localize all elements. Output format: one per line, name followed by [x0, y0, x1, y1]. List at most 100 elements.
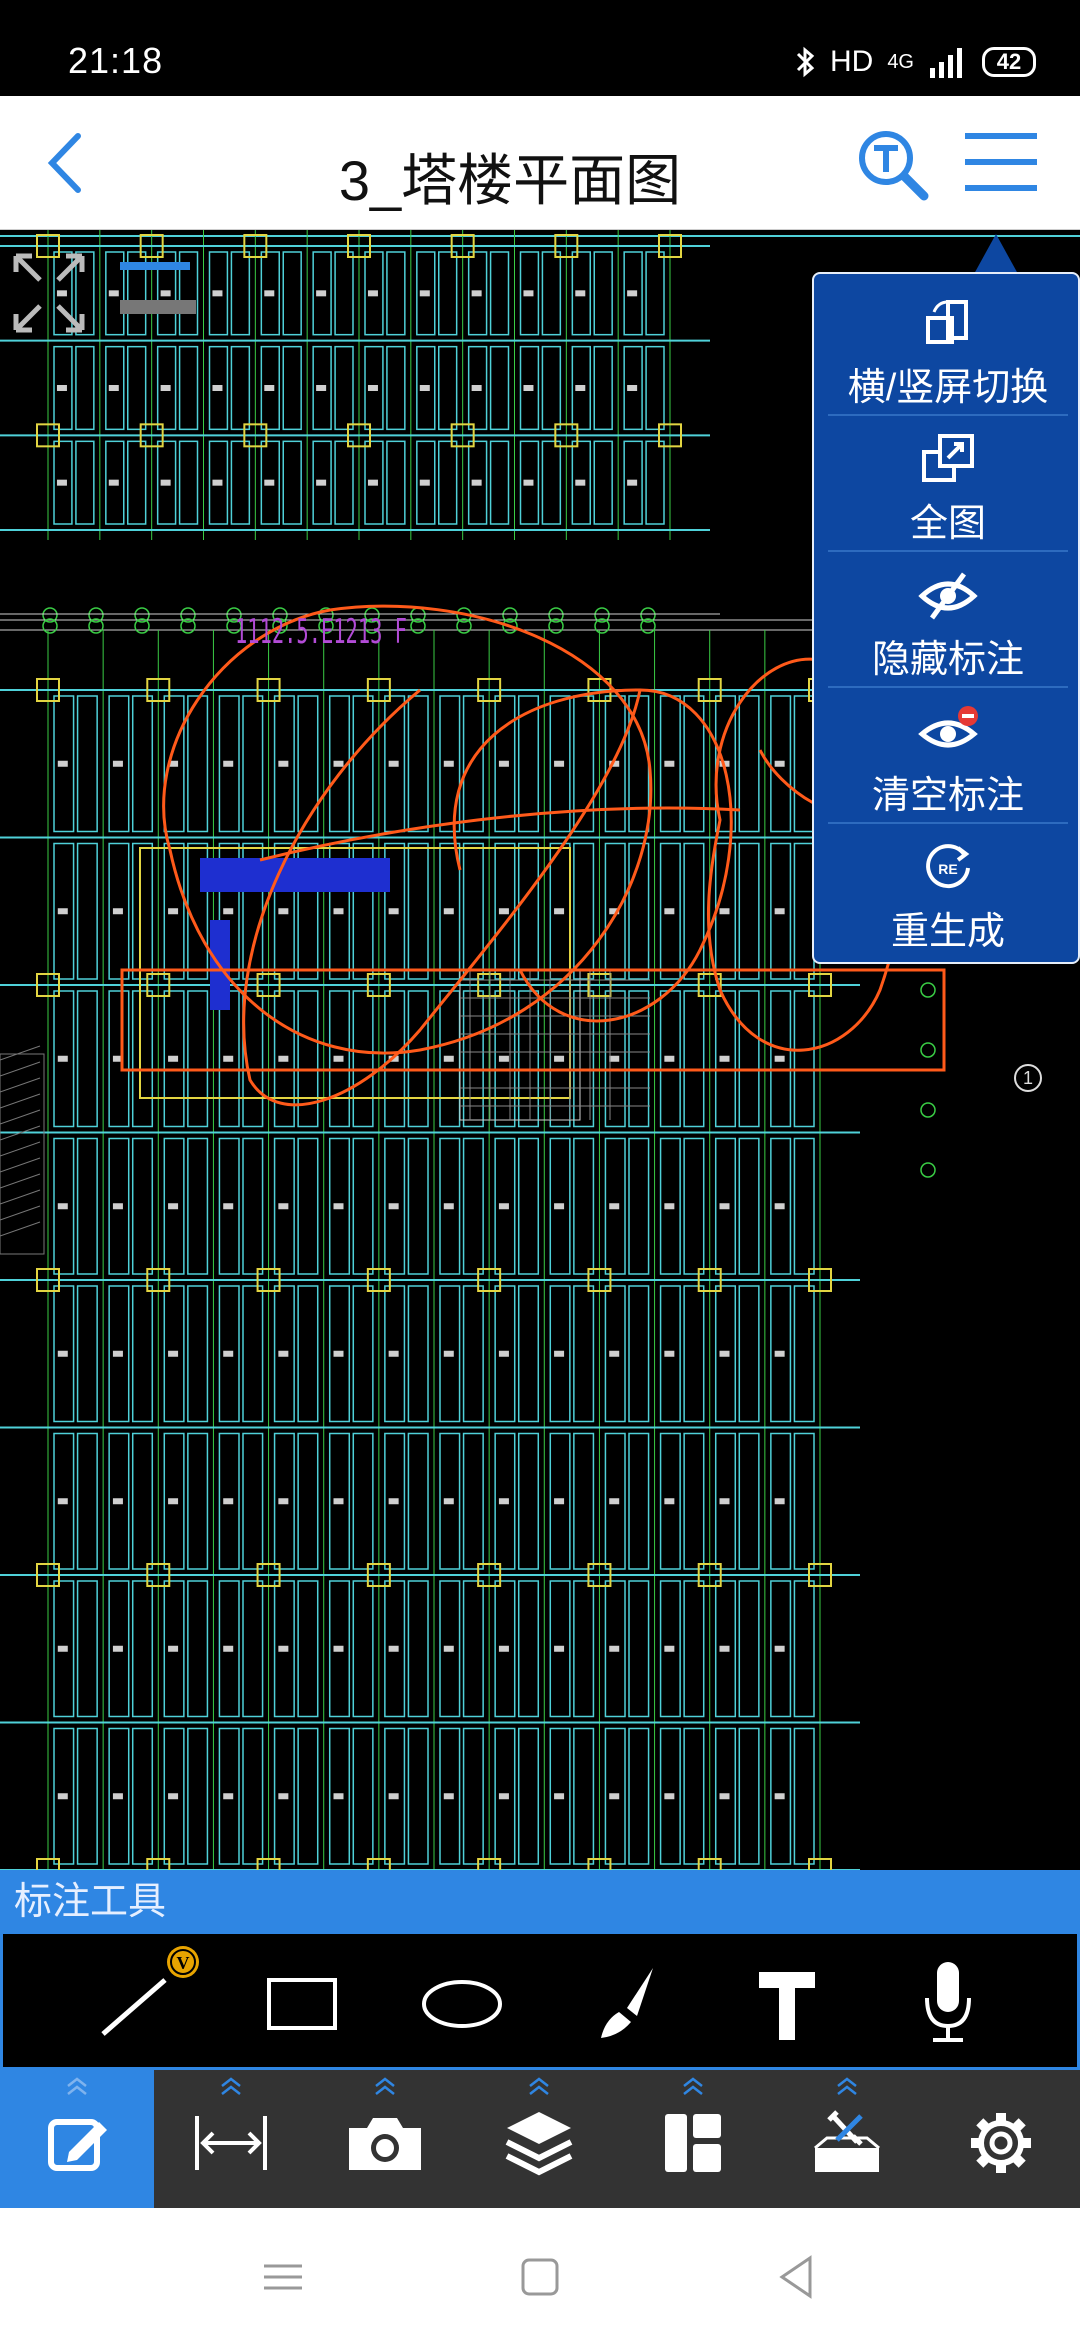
- expand-view-icon[interactable]: [10, 250, 196, 336]
- hatch-line: [0, 1077, 41, 1093]
- slab-panel: [489, 440, 510, 525]
- dimension-text: [554, 1350, 565, 1357]
- slab-panel: [494, 1285, 516, 1423]
- slab-panel: [218, 1432, 240, 1570]
- hatch-line: [0, 1157, 41, 1173]
- dimension-text: [554, 908, 565, 915]
- layers-icon: [505, 2112, 573, 2176]
- slab-panel: [549, 1580, 571, 1718]
- ellipse-tool[interactable]: [397, 1934, 527, 2070]
- dimension-text: [498, 1645, 509, 1652]
- slab-panel: [187, 1580, 209, 1718]
- home-nav-icon[interactable]: [515, 2252, 565, 2302]
- slab-panel: [541, 440, 562, 525]
- layout-tab[interactable]: [616, 2070, 770, 2208]
- slab-panel: [407, 1580, 429, 1718]
- dimension-text: [443, 1203, 454, 1210]
- settings-tab[interactable]: [924, 2070, 1078, 2208]
- slab-panel: [593, 251, 613, 336]
- rectangle-tool[interactable]: [237, 1934, 367, 2070]
- annotate-tab[interactable]: [0, 2070, 154, 2208]
- axis-bubble: [920, 1102, 936, 1118]
- axis-bubble: [548, 618, 564, 634]
- slab-panel: [273, 695, 295, 833]
- slab-panel: [156, 440, 177, 525]
- slab-panel: [645, 251, 665, 336]
- slab-panel: [384, 1727, 406, 1865]
- slab-panel: [494, 1432, 516, 1570]
- slab-panel: [489, 345, 510, 431]
- hd-indicator: HD: [829, 45, 874, 78]
- slab-panel: [462, 842, 484, 980]
- dimension-text: [278, 1645, 289, 1652]
- camera-tab[interactable]: [308, 2070, 462, 2208]
- back-nav-icon[interactable]: [772, 2252, 822, 2302]
- menu-item-hide-markup[interactable]: 隐藏标注: [814, 554, 1080, 690]
- slab-panel: [489, 251, 510, 336]
- slab-panel: [439, 1285, 461, 1423]
- slab-panel: [770, 1727, 792, 1865]
- dimension-text: [168, 1793, 179, 1800]
- dimension-text: [664, 1350, 675, 1357]
- toolbox-tab[interactable]: [770, 2070, 924, 2208]
- column: [139, 423, 164, 448]
- slab-panel: [187, 1285, 209, 1423]
- column: [587, 1858, 612, 1870]
- dimension-text: [56, 479, 67, 486]
- slab-panel: [462, 990, 484, 1128]
- column: [697, 973, 722, 997]
- menu-icon[interactable]: [965, 131, 1037, 193]
- dimension-text: [278, 1055, 289, 1062]
- column: [697, 678, 722, 702]
- column: [347, 234, 371, 258]
- menu-item-regenerate[interactable]: RE 重生成: [814, 826, 1080, 962]
- column: [366, 1858, 391, 1870]
- slab-panel: [108, 1137, 130, 1275]
- slab-panel: [352, 695, 374, 833]
- dimension-text: [575, 479, 586, 486]
- cad-drawing-canvas[interactable]: 1112.5.E1213 F 1: [0, 230, 1080, 1870]
- slab-panel: [494, 695, 516, 833]
- recents-nav-icon[interactable]: [258, 2252, 308, 2302]
- slab-panel: [793, 1580, 815, 1718]
- text-tool[interactable]: [721, 1934, 851, 2070]
- slab-panel: [519, 345, 540, 431]
- signal-icon: [930, 48, 962, 78]
- dimension-text: [160, 479, 171, 486]
- slab-panel: [384, 1580, 406, 1718]
- slab-panel: [439, 695, 461, 833]
- column: [36, 678, 60, 702]
- slab-panel: [623, 251, 643, 336]
- chevron-up-icon: [375, 2077, 395, 2095]
- measure-tab[interactable]: [154, 2070, 308, 2208]
- column: [808, 1563, 832, 1587]
- axis-bubble: [640, 618, 656, 634]
- slab-panel: [467, 251, 488, 336]
- status-bar: 21:18 HD 4G 42: [0, 0, 1080, 96]
- dimension-text: [278, 1203, 289, 1210]
- layers-tab[interactable]: [462, 2070, 616, 2208]
- dimension-text: [333, 908, 344, 915]
- slab-panel: [683, 1285, 705, 1423]
- dimension-text: [333, 760, 344, 767]
- line-tool[interactable]: V: [73, 1934, 203, 2070]
- slab-panel: [297, 1580, 319, 1718]
- column: [366, 1268, 391, 1292]
- brush-tool[interactable]: [561, 1934, 691, 2070]
- slab-panel: [494, 1137, 516, 1275]
- menu-item-rotate[interactable]: 横/竖屏切换: [814, 282, 1080, 418]
- slab-panel: [517, 1285, 540, 1423]
- text-search-icon[interactable]: [852, 124, 932, 204]
- hatch-line: [0, 1141, 41, 1157]
- slab-panel: [604, 1727, 626, 1865]
- slab-panel: [386, 345, 406, 431]
- menu-item-full-view[interactable]: 全图: [814, 418, 1080, 554]
- voice-tool[interactable]: [883, 1934, 1013, 2070]
- slab-panel: [328, 1432, 351, 1570]
- dimension-text: [774, 1055, 785, 1062]
- dimension-text: [471, 479, 482, 486]
- slab-panel: [494, 1727, 516, 1865]
- slab-panel: [297, 1727, 319, 1865]
- back-arrow-icon[interactable]: [36, 128, 96, 198]
- menu-item-clear-markup[interactable]: 清空标注: [814, 690, 1080, 826]
